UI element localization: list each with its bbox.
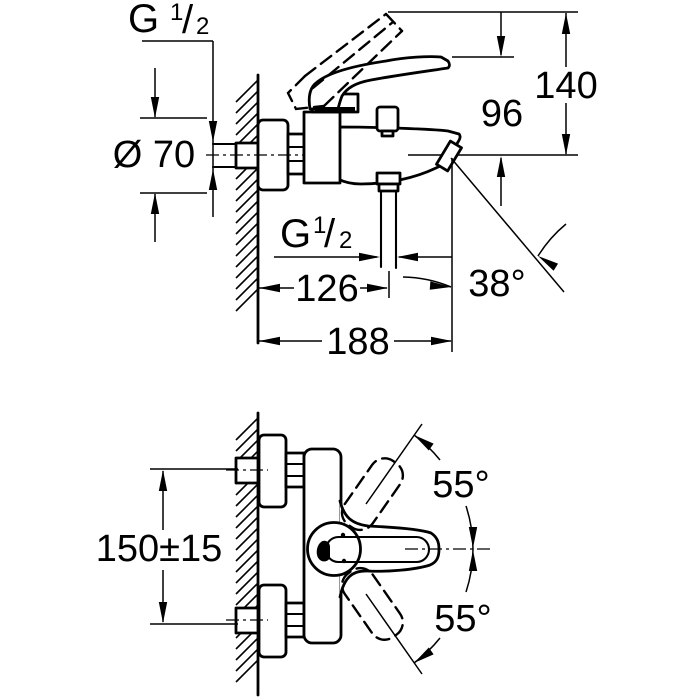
dim-swing-upper: 55° bbox=[365, 423, 490, 550]
label-140: 140 bbox=[534, 65, 597, 107]
dim-126: 126 bbox=[259, 268, 388, 310]
detail-dot-upper bbox=[340, 532, 346, 538]
escutcheon-upper bbox=[257, 433, 288, 509]
front-view-dimensions: 150±15 55° 55° bbox=[96, 423, 492, 675]
aerator bbox=[435, 139, 463, 173]
escutcheon-lower bbox=[257, 583, 288, 659]
diverter-knob bbox=[375, 105, 400, 138]
label-swing-lower: 55° bbox=[434, 598, 491, 640]
front-view bbox=[226, 411, 492, 697]
detail-dot-lower bbox=[341, 558, 347, 564]
union-nut-upper bbox=[284, 451, 306, 489]
label-shower-thread: G 1 / 2 bbox=[280, 212, 352, 256]
label-swing-upper: 55° bbox=[432, 464, 489, 506]
label-diameter: Ø 70 bbox=[113, 134, 195, 176]
union-nut-side bbox=[286, 132, 306, 176]
dim-inlet-thread: G 1 / 2 bbox=[128, 0, 218, 217]
label-spout-angle: 38° bbox=[468, 263, 525, 305]
lever-raised-dashed bbox=[286, 12, 404, 111]
side-view bbox=[206, 12, 462, 345]
wall-hatch-side bbox=[235, 79, 259, 312]
lever-handle-side bbox=[307, 55, 451, 111]
dim-spout-angle: 38° bbox=[402, 157, 567, 352]
lever-logo-mark bbox=[316, 540, 330, 562]
mixer-body bbox=[302, 110, 342, 185]
side-view-dimensions: 38° 96 140 G 1 / 2 bbox=[113, 0, 598, 363]
union-nut-lower bbox=[284, 601, 306, 639]
dim-96: 96 bbox=[481, 12, 523, 206]
dim-swing-lower: 55° bbox=[365, 548, 492, 675]
label-inlet-spacing: 150±15 bbox=[96, 528, 223, 570]
lever-boss bbox=[306, 521, 362, 577]
label-126: 126 bbox=[295, 268, 358, 310]
dim-188: 188 bbox=[259, 321, 452, 363]
label-inlet-thread: G 1 / 2 bbox=[128, 0, 209, 42]
dim-140: 140 bbox=[534, 13, 598, 155]
dim-inlet-spacing: 150±15 bbox=[96, 468, 238, 625]
shower-outlet bbox=[375, 171, 402, 298]
dim-shower-thread: G 1 / 2 bbox=[274, 212, 452, 262]
dim-diameter: Ø 70 bbox=[113, 68, 207, 242]
label-96: 96 bbox=[481, 93, 523, 135]
lever-front-fill bbox=[340, 501, 439, 597]
label-188: 188 bbox=[326, 321, 389, 363]
